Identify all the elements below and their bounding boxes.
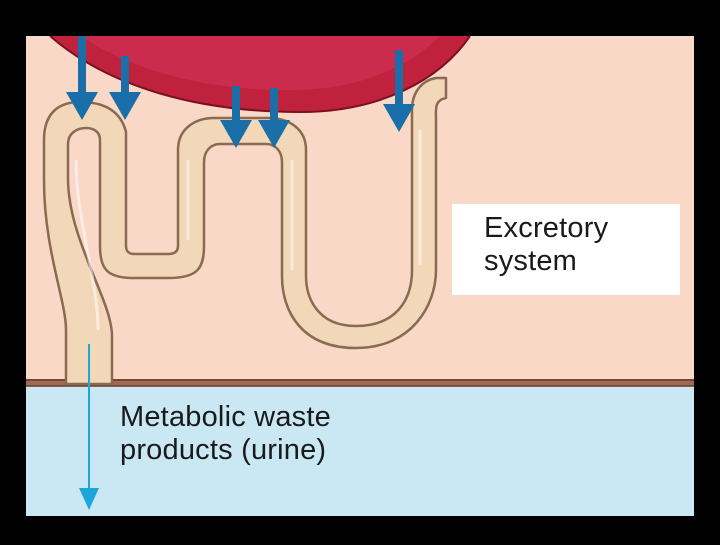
secretion-arrow-3 — [220, 86, 252, 148]
excretory-label-line1: Excretory — [484, 212, 609, 244]
fluid-region — [26, 386, 694, 516]
excretory-label-line2: system — [484, 245, 578, 277]
excretory-label-box — [452, 204, 680, 295]
boundary-line — [26, 379, 694, 386]
waste-label-line2: products (urine) — [120, 434, 327, 466]
secretion-arrow-1 — [66, 36, 98, 120]
secretion-arrow-2 — [109, 56, 141, 120]
secretion-arrows — [66, 36, 415, 148]
secretion-arrow-5 — [383, 50, 415, 132]
waste-label-line1: Metabolic waste — [120, 401, 331, 433]
blood-vessel — [49, 35, 471, 114]
urine-arrow — [79, 344, 99, 510]
secretion-arrow-4 — [258, 88, 290, 148]
